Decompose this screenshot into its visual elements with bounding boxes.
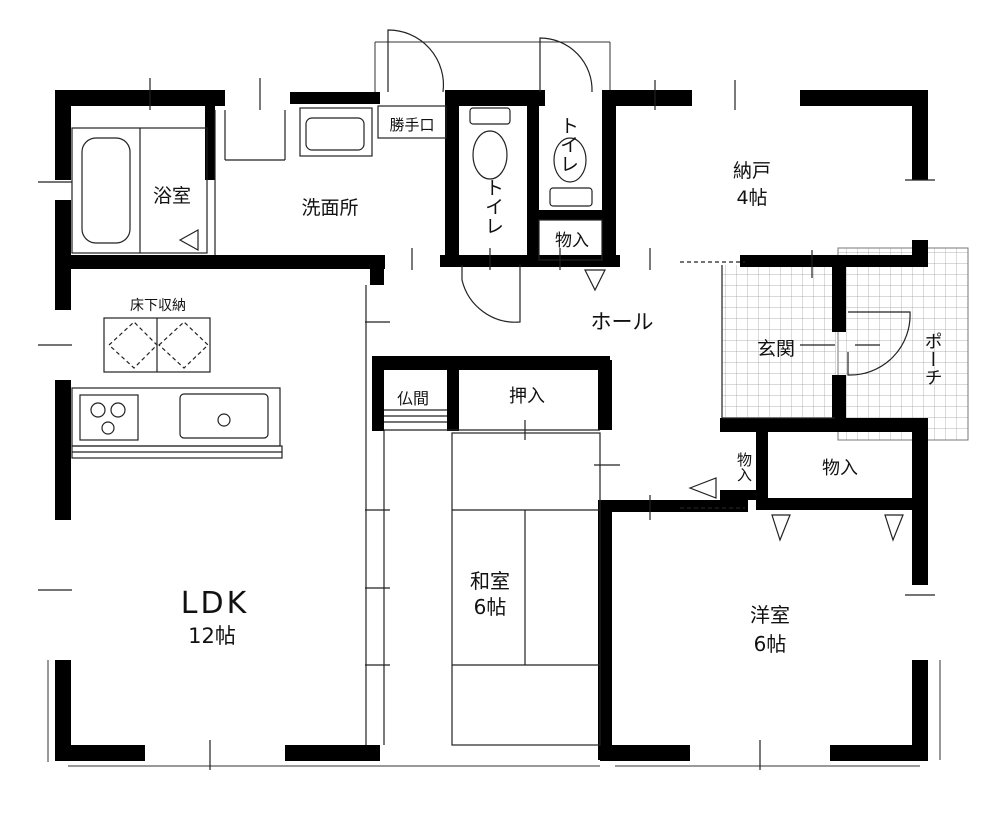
room-size-ldk: 12帖 [188,624,236,648]
room-size-storage: 4帖 [736,187,767,209]
walls [55,90,928,761]
room-label-service-door: 勝手口 [389,116,434,134]
window-lines [47,41,941,767]
toilet-icon [469,107,511,180]
room-label-porch: ポーチ [922,332,943,386]
room-label-western-room: 洋室 [750,603,790,627]
underfloor-hatch-icon [108,321,209,369]
bathtub-icon [81,137,131,244]
room-label-oshiire: 押入 [509,386,545,407]
doors [178,29,911,542]
room-label-storage: 納戸 [733,160,771,182]
toilet-icon [549,137,593,207]
room-label-bath: 浴室 [153,185,191,207]
room-label-ldk: LDK [181,586,250,621]
room-label-hall: ホール [591,310,654,334]
door-swing [461,265,521,323]
room-label-entrance: 玄関 [757,338,795,360]
room-label-closet-western: 物入 [822,458,858,479]
room-label-washroom: 洗面所 [301,197,358,219]
door-swing [847,311,911,376]
room-size-western-room: 6帖 [754,632,787,656]
entrance-tile-floor [722,265,836,417]
room-label-toilet-2: トイレ [557,116,579,173]
fixtures [81,107,593,435]
cooktop-icon [90,402,126,435]
room-label-toilet-1: トイレ [482,178,504,235]
room-label-closet-small: 物入 [735,452,753,482]
room-size-japanese-room: 6帖 [474,595,507,619]
washbasin-icon [305,117,365,151]
room-label-closet-hall: 物入 [555,231,589,251]
thin-lines [38,78,935,770]
door-swing [387,29,445,93]
room-label-japanese-room: 和室 [470,569,510,593]
room-label-underfloor-storage: 床下収納 [130,298,186,314]
door-swing [539,37,593,93]
room-label-butsuma: 仏間 [397,389,429,408]
sink-drain-icon [217,413,231,427]
